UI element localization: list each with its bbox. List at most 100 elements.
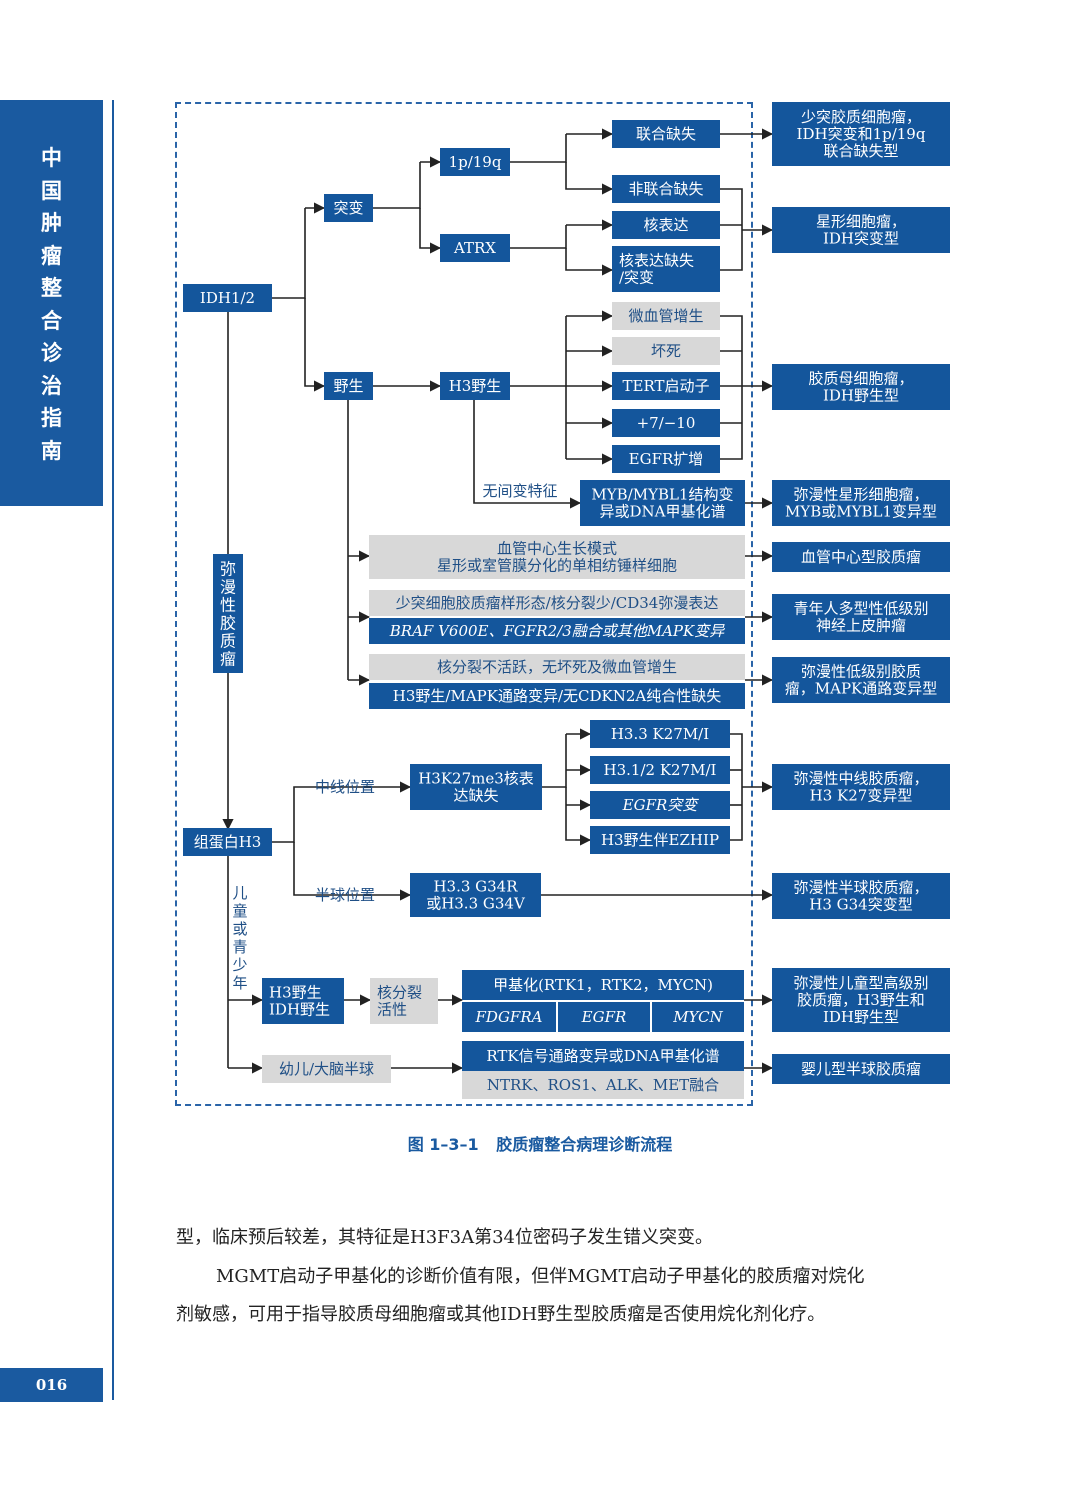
node-myb-label: 异或DNA甲基化谱 — [600, 503, 726, 521]
connector-line — [373, 162, 421, 209]
node-diffuse-glioma-char: 弥 — [220, 560, 236, 579]
outcome-pediatric-hgg-label: 胶质瘤，H3野生和 — [797, 991, 925, 1009]
vertical-rule — [112, 100, 114, 1400]
node-infant-hemisphere-label: 幼儿/大脑半球 — [279, 1060, 374, 1078]
outcome-angiocentric-glioma — [772, 542, 950, 572]
connector-arrow — [419, 208, 442, 254]
sidebar-char: 指 — [41, 406, 62, 430]
node-nuclear-expression-label: 核表达 — [643, 216, 688, 234]
outcome-diffuse-midline-glioma-label: 弥漫性中线胶质瘤， — [793, 770, 928, 788]
sidebar-char: 整 — [41, 276, 62, 300]
node-diffuse-glioma — [213, 554, 243, 673]
outcome-diffuse-lgg-mapk-label: 瘤，MAPK通路变异型 — [785, 680, 938, 698]
outcome-diffuse-hemispheric-glioma — [772, 873, 950, 919]
connector-line — [720, 315, 743, 460]
paragraph-mgmt-line1: MGMT启动子甲基化的诊断价值有限，但伴MGMT启动子甲基化的胶质瘤对烷化 — [216, 1266, 865, 1287]
node-combined-loss — [612, 120, 720, 148]
outcome-diffuse-midline-glioma-label: H3 K27变异型 — [810, 787, 913, 805]
node-nuclear-loss-label: 核表达缺失 — [619, 252, 694, 270]
node-egfr-amp-label: EGFR扩增 — [629, 450, 704, 468]
outcome-oligodendroglioma — [772, 102, 950, 166]
node-myb — [580, 480, 745, 526]
node-ezhip — [590, 826, 730, 854]
node-h312-k27 — [590, 756, 730, 784]
label-children-char: 少 — [232, 956, 247, 974]
label-children-char: 青 — [232, 938, 247, 956]
outcome-diffuse-lgg-mapk-label: 弥漫性低级别胶质 — [801, 663, 921, 681]
page-number: 016 — [0, 1368, 103, 1402]
outcome-infant-hemispheric-glioma — [772, 1054, 950, 1084]
sidebar-char: 肿 — [41, 211, 62, 235]
connector-arrow — [272, 781, 412, 843]
node-microvascular — [612, 302, 720, 330]
figure-caption: 图 1–3–1 胶质瘤整合病理诊断流程 — [0, 1131, 1080, 1155]
node-mycn — [652, 1002, 744, 1032]
outcome-oligodendroglioma-label: 联合缺失型 — [823, 142, 898, 160]
outcome-plnty-label: 神经上皮肿瘤 — [816, 617, 906, 635]
node-angiocentric-morph-label: 星形或室管膜分化的单相纺锤样细胞 — [437, 557, 677, 575]
outcome-plnty — [772, 594, 950, 640]
node-1p19q-label: 1p/19q — [449, 153, 502, 171]
node-h3-wildtype-label: H3野生 — [449, 377, 502, 395]
outcome-oligodendroglioma-label: 少突胶质细胞瘤， — [801, 108, 921, 126]
connector-arrow — [565, 248, 614, 276]
node-histone-h3-label: 组蛋白H3 — [194, 833, 262, 851]
outcome-glioblastoma — [772, 364, 950, 410]
node-h3k27me3-loss-label: H3K27me3核表 — [418, 770, 534, 788]
node-wildtype — [324, 372, 373, 400]
node-diffuse-glioma-char: 性 — [220, 596, 236, 615]
outcome-diffuse-astrocytoma — [772, 480, 950, 526]
outcome-diffuse-hemispheric-glioma-label: 弥漫性半球胶质瘤， — [793, 879, 928, 897]
node-low-mitosis-label: 核分裂不活跃，无坏死及微血管增生 — [437, 658, 677, 676]
node-methylation — [462, 970, 744, 1000]
outcome-diffuse-astrocytoma-label: MYB或MYBL1变异型 — [785, 503, 937, 521]
chapter-sidebar: 中 国 肿 瘤 整 合 诊 治 指 南 — [0, 100, 103, 506]
node-mapk-alteration — [369, 683, 745, 709]
paragraph-continuation: 型，临床预后较差，其特征是H3F3A第34位密码子发生错义突变。 — [176, 1227, 713, 1248]
connector-arrow — [565, 162, 614, 195]
node-ntrk-label: NTRK、ROS1、ALK、MET融合 — [487, 1076, 719, 1094]
node-infant-hemisphere — [262, 1055, 391, 1083]
node-h33-k27-label: H3.3 K27M/I — [611, 725, 709, 743]
label-children-char: 儿 — [232, 884, 247, 902]
node-atrx — [440, 234, 510, 262]
node-diffuse-glioma-char: 胶 — [220, 614, 236, 633]
outcome-diffuse-midline-glioma — [772, 764, 950, 810]
node-diffuse-glioma-char: 漫 — [220, 578, 236, 597]
node-1p19q — [440, 148, 510, 176]
connector-line — [720, 188, 743, 271]
node-myb-label: MYB/MYBL1结构变 — [591, 486, 733, 504]
node-h3-idh-wildtype — [262, 978, 344, 1024]
node-h3-wildtype — [440, 372, 510, 400]
node-mapk-alteration-label: H3野生/MAPK通路变异/无CDKN2A纯合性缺失 — [393, 687, 721, 705]
sidebar-char: 国 — [41, 178, 62, 203]
node-egfr-amp — [612, 445, 720, 473]
node-nuclear-loss — [612, 246, 720, 292]
node-atrx-label: ATRX — [453, 239, 496, 257]
sidebar-char: 诊 — [41, 341, 62, 365]
node-mutant — [324, 194, 373, 222]
label-midline: 中线位置 — [315, 778, 375, 796]
node-diffuse-glioma-char: 质 — [220, 632, 236, 651]
node-methylation-label: 甲基化(RTK1，RTK2，MYCN) — [493, 976, 713, 994]
outcome-astrocytoma-label: 星形细胞瘤， — [816, 213, 906, 231]
node-chr7-10-label: +7/−10 — [637, 414, 696, 432]
outcome-astrocytoma — [772, 207, 950, 253]
outcome-pediatric-hgg — [772, 968, 950, 1032]
node-h3k27me3-loss — [410, 764, 542, 810]
outcome-glioblastoma-label: IDH野生型 — [823, 387, 899, 405]
node-histone-h3 — [183, 828, 272, 856]
node-angiocentric-morph — [369, 535, 745, 579]
node-mitotic-activity — [370, 978, 438, 1024]
figure-number: 图 1–3–1 — [407, 1135, 479, 1154]
outcome-angiocentric-glioma-label: 血管中心型胶质瘤 — [801, 548, 921, 566]
sidebar-char: 南 — [41, 438, 62, 463]
outcome-diffuse-hemispheric-glioma-label: H3 G34突变型 — [809, 896, 912, 914]
sidebar-char: 治 — [41, 373, 62, 398]
node-braf — [369, 618, 745, 644]
node-h312-k27-label: H3.1/2 K27M/I — [604, 761, 717, 779]
node-fdgfra — [462, 1002, 556, 1032]
outcome-astrocytoma-label: IDH突变型 — [823, 230, 899, 248]
sidebar-title: 中 国 肿 瘤 整 合 诊 治 指 南 — [0, 142, 103, 467]
